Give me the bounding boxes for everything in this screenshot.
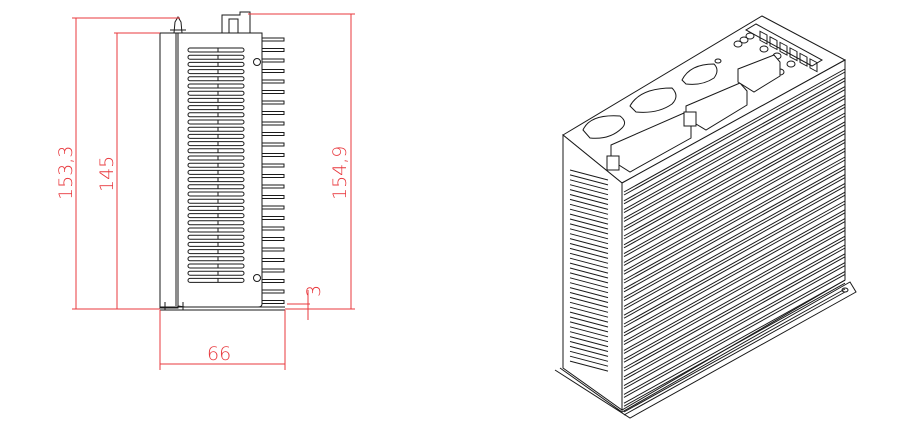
terminal-blocks	[606, 54, 781, 173]
dimension-overall-height-left: 153,3	[55, 146, 77, 200]
vent-slots	[187, 47, 245, 283]
side-vents	[569, 169, 609, 372]
isometric-view	[554, 15, 857, 419]
dimension-lines	[72, 13, 355, 370]
side-view	[159, 11, 285, 311]
dimension-depth: 66	[207, 343, 231, 365]
heatsink-fins-side	[262, 37, 285, 304]
dimension-foot-offset: 3	[303, 285, 325, 297]
heatsink-fins-iso	[623, 68, 846, 416]
mount-hole-icon	[253, 58, 261, 66]
dimension-body-height: 145	[96, 156, 118, 192]
dimension-overall-height-right: 154,9	[329, 146, 351, 200]
db-connectors	[582, 63, 718, 139]
mount-hole-icon	[253, 274, 261, 282]
led-display	[744, 23, 824, 73]
